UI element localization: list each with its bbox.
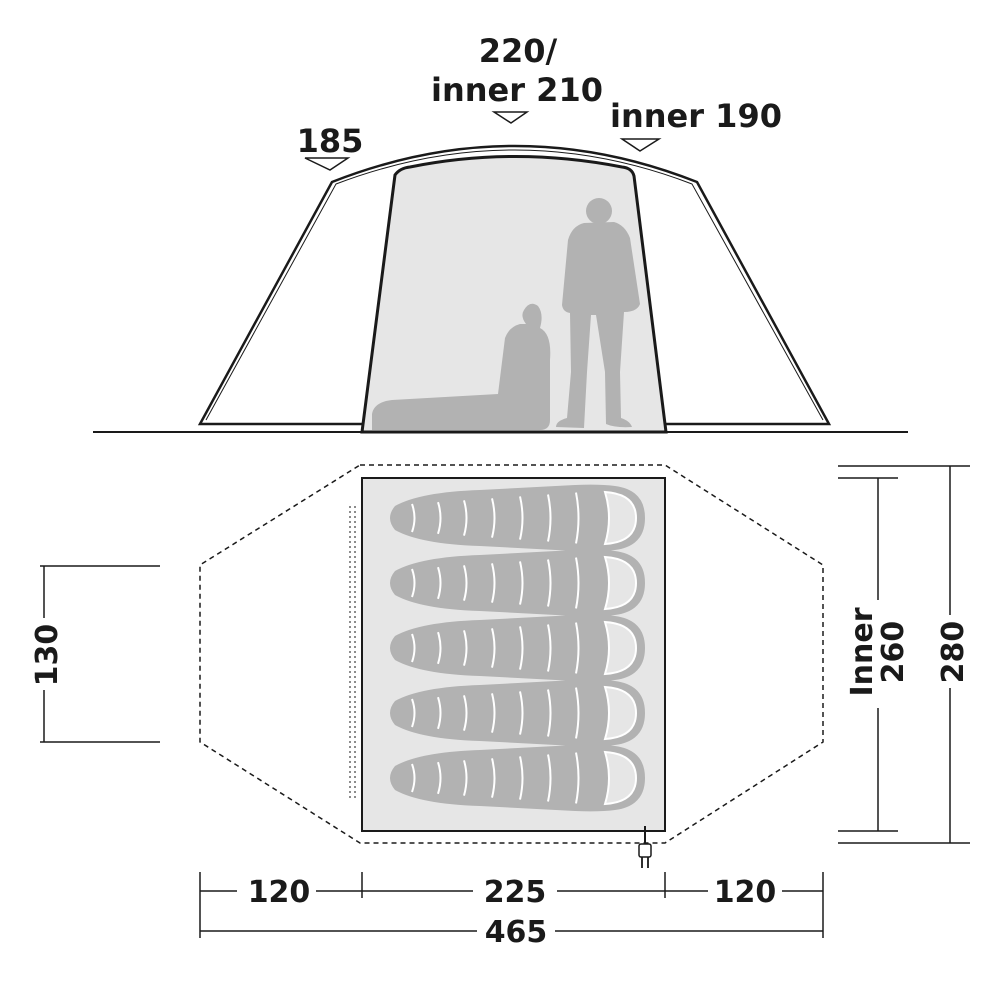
depth-dimension-left [40,565,160,743]
sleeping-bags [390,484,645,812]
power-plug-icon [638,826,652,868]
sleeping-bag-icon [390,614,645,682]
sleeping-bag-icon [390,744,645,812]
sleeping-bag-icon [390,679,645,747]
depth-total: 280 [936,621,971,684]
width-inner: 225 [484,875,547,910]
height-label-left: 185 [297,122,364,160]
standing-person-icon [556,198,640,428]
height-label-center: 220/ [479,32,558,70]
depth-inner-label: Inner [845,607,880,696]
floor-plan: 120 225 120 465 130 Inner 260 280 [30,464,971,950]
outer-footprint [199,464,824,844]
height-label-center-inner: inner 210 [431,71,603,109]
width-right-vestibule: 120 [714,875,777,910]
outer-tent-outline [197,144,832,426]
height-marker-right [619,138,662,152]
width-total: 465 [485,915,548,950]
height-label-right: inner 190 [610,97,782,135]
width-left-vestibule: 120 [248,875,311,910]
depth-inner: 260 [876,621,911,684]
sleeping-bag-icon [390,484,645,552]
height-marker-left [304,157,351,171]
sitting-person-icon [372,303,551,430]
sleeping-bag-icon [390,549,645,617]
height-marker-center [491,111,530,124]
depth-dimension-right [838,465,970,844]
outer-tent-inner-line [205,149,824,421]
depth-vestibule-side: 130 [30,624,65,687]
side-view: 185 220/ inner 210 inner 190 [93,32,908,434]
width-dimensions [199,872,824,938]
